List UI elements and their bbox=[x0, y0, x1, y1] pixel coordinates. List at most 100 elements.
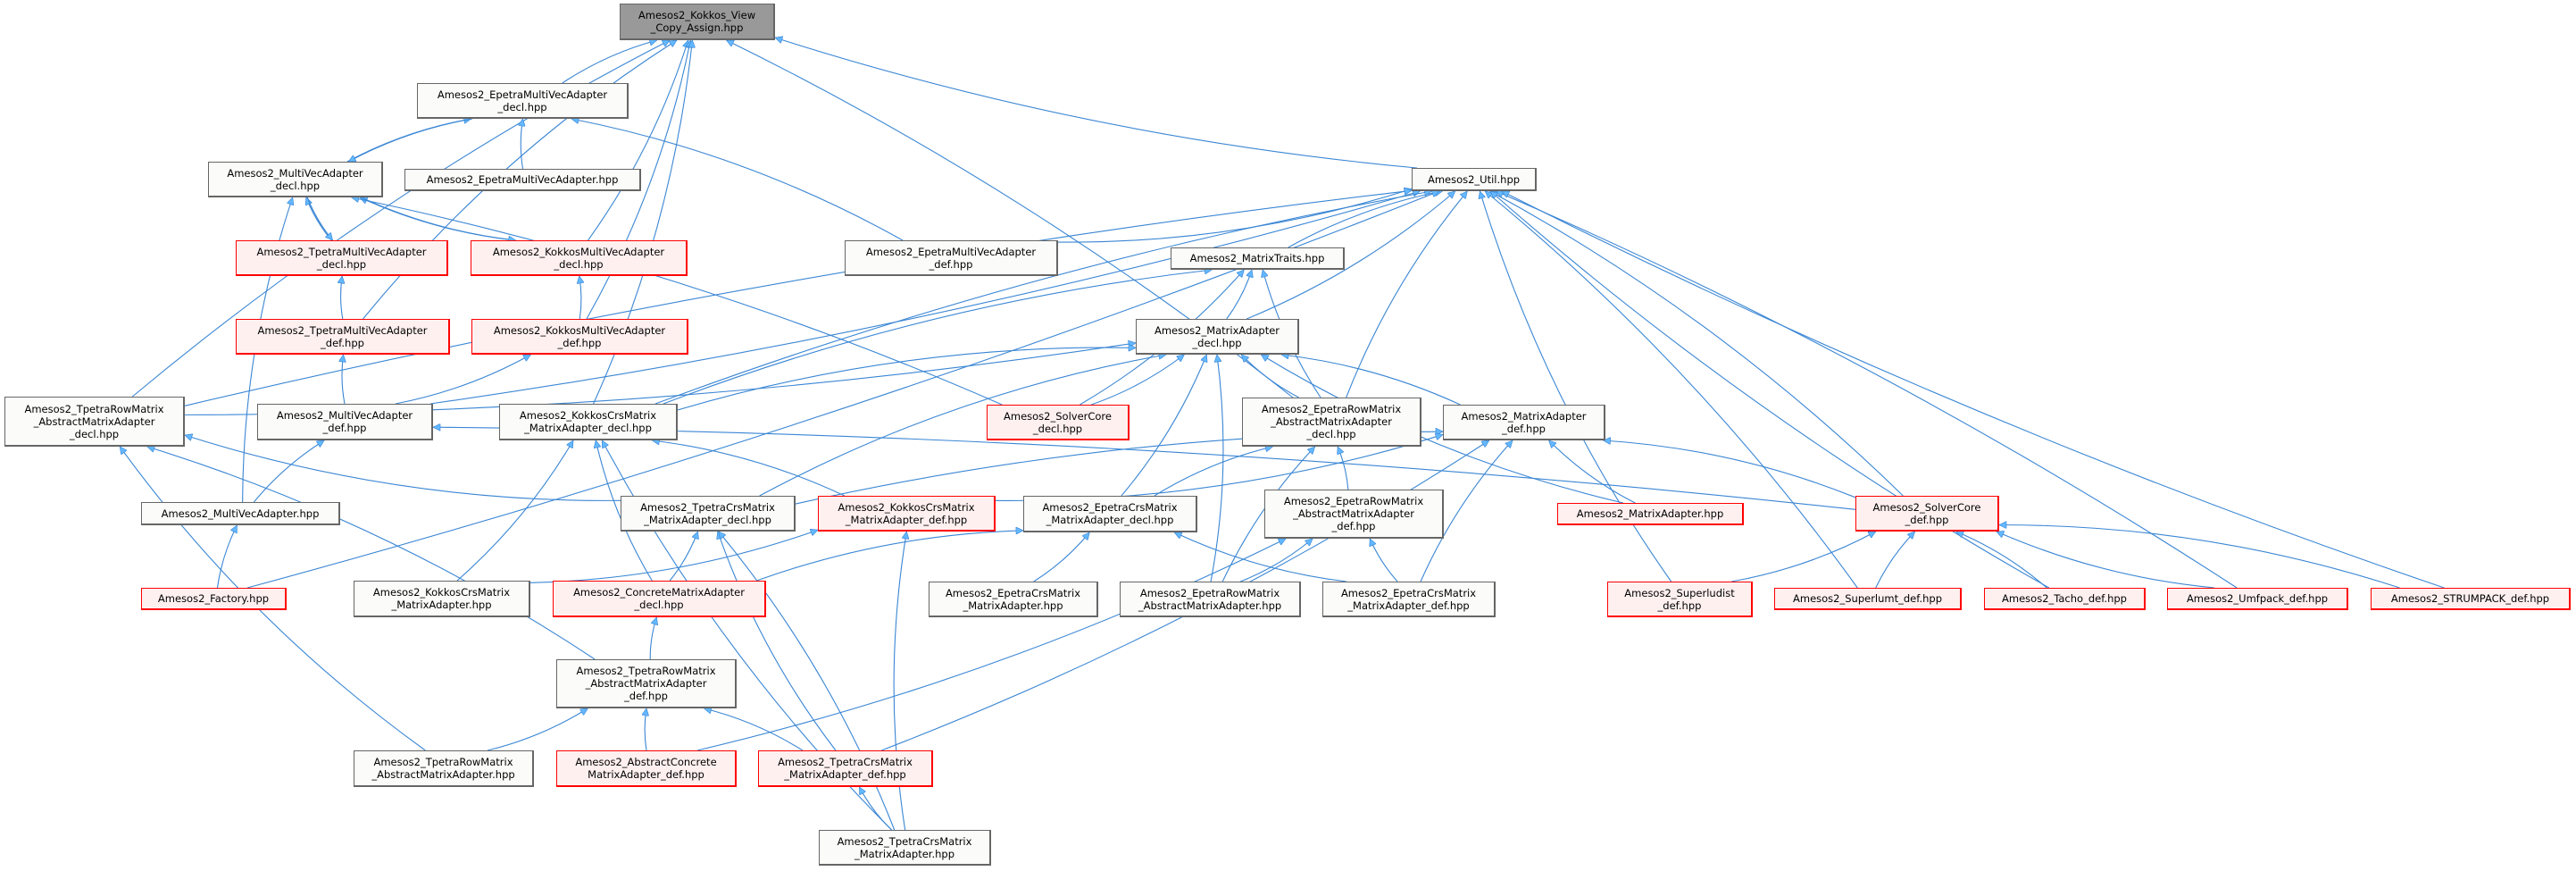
edge-concrete-decl-to-ecrs-decl bbox=[756, 531, 1023, 582]
node-trm-ama-hpp[interactable]: Amesos2_TpetraRowMatrix_AbstractMatrixAd… bbox=[354, 750, 534, 787]
edge-ma-decl-to-mtraits bbox=[1226, 270, 1252, 320]
node-label-line: _AbstractMatrixAdapter bbox=[1293, 507, 1414, 520]
edge-tacho-to-sc-def bbox=[1956, 532, 2047, 589]
node-label-line: Amesos2_TpetraRowMatrix bbox=[24, 402, 164, 415]
edge-concrete-decl-to-tcrs-decl bbox=[669, 532, 697, 582]
node-label-line: Amesos2_EpetraRowMatrix bbox=[1283, 495, 1424, 507]
node-tcrs-def[interactable]: Amesos2_TpetraCrsMatrix_MatrixAdapter_de… bbox=[758, 750, 933, 787]
node-mva-def[interactable]: Amesos2_MultiVecAdapter_def.hpp bbox=[257, 404, 433, 440]
node-ecrs-def[interactable]: Amesos2_EpetraCrsMatrix_MatrixAdapter_de… bbox=[1322, 582, 1496, 617]
node-sc-decl[interactable]: Amesos2_SolverCore_decl.hpp bbox=[987, 405, 1130, 440]
edge-absconc-def-to-erm-ama-def bbox=[696, 538, 1286, 751]
edge-ecrs-hpp-to-ecrs-decl bbox=[1033, 532, 1089, 582]
node-tcrs-decl[interactable]: Amesos2_TpetraCrsMatrix_MatrixAdapter_de… bbox=[621, 496, 796, 532]
edge-erm-ama-hpp-to-erm-ama-decl bbox=[1221, 447, 1314, 582]
edge-kmva-def-to-root bbox=[586, 40, 690, 320]
edge-kmva-decl-to-root bbox=[588, 40, 688, 241]
edge-concrete-decl-to-kcrs-decl bbox=[596, 440, 653, 582]
node-erm-ama-def[interactable]: Amesos2_EpetraRowMatrix_AbstractMatrixAd… bbox=[1264, 490, 1444, 539]
edge-kcrs-decl-to-root bbox=[593, 40, 693, 405]
node-mva-decl[interactable]: Amesos2_MultiVecAdapter_decl.hpp bbox=[208, 162, 383, 197]
node-emva-def[interactable]: Amesos2_EpetraMultiVecAdapter_def.hpp bbox=[845, 240, 1058, 276]
node-ma-hpp[interactable]: Amesos2_MatrixAdapter.hpp bbox=[1557, 503, 1744, 525]
node-factory[interactable]: Amesos2_Factory.hpp bbox=[141, 588, 287, 610]
edge-mva-decl-to-tmva-decl bbox=[306, 197, 332, 240]
node-label-line: Amesos2_Factory.hpp bbox=[157, 592, 270, 605]
node-label-line: _AbstractMatrixAdapter.hpp bbox=[371, 768, 515, 781]
node-concrete-decl[interactable]: Amesos2_ConcreteMatrixAdapter_decl.hpp bbox=[553, 581, 766, 617]
node-kcrs-decl[interactable]: Amesos2_KokkosCrsMatrix_MatrixAdapter_de… bbox=[499, 404, 678, 440]
node-label-line: MatrixAdapter_def.hpp bbox=[588, 768, 704, 781]
node-label-line: Amesos2_TpetraMultiVecAdapter bbox=[256, 245, 427, 258]
edge-erm-ama-def-to-erm-ama-decl bbox=[1338, 447, 1349, 490]
edge-ma-def-to-ma-decl bbox=[1281, 355, 1461, 406]
node-label-line: _MatrixAdapter.hpp bbox=[963, 599, 1063, 612]
node-tcrs-hpp[interactable]: Amesos2_TpetraCrsMatrix_MatrixAdapter.hp… bbox=[819, 830, 991, 866]
node-emva-hpp[interactable]: Amesos2_EpetraMultiVecAdapter.hpp bbox=[404, 169, 641, 191]
node-label-line: _def.hpp bbox=[321, 336, 364, 349]
node-label-line: Amesos2_KokkosCrsMatrix bbox=[519, 409, 657, 422]
edge-util-to-root bbox=[775, 38, 1417, 169]
edge-umfpack-to-util bbox=[1496, 191, 2238, 589]
node-label-line: Amesos2_MatrixAdapter bbox=[1154, 323, 1280, 337]
edge-ecrs-def-to-ma-def bbox=[1420, 440, 1513, 582]
node-ma-def[interactable]: Amesos2_MatrixAdapter_def.hpp bbox=[1443, 405, 1605, 440]
node-label-line: Amesos2_Umfpack_def.hpp bbox=[2186, 592, 2329, 605]
node-tmva-decl[interactable]: Amesos2_TpetraMultiVecAdapter_decl.hpp bbox=[236, 240, 448, 276]
node-strumpack[interactable]: Amesos2_STRUMPACK_def.hpp bbox=[2371, 588, 2571, 610]
node-kcrs-def[interactable]: Amesos2_KokkosCrsMatrix_MatrixAdapter_de… bbox=[818, 496, 996, 532]
node-label-line: _def.hpp bbox=[322, 422, 367, 434]
node-label-line: _MatrixAdapter_def.hpp bbox=[1347, 599, 1470, 612]
edge-emva-decl-to-root bbox=[562, 40, 657, 84]
edge-ecrs-def-to-erm-ama-def bbox=[1370, 539, 1398, 582]
node-kcrs-hpp[interactable]: Amesos2_KokkosCrsMatrix_MatrixAdapter.hp… bbox=[354, 581, 530, 617]
node-label-line: Amesos2_STRUMPACK_def.hpp bbox=[2390, 592, 2550, 605]
edge-tcrs-decl-to-ma-decl bbox=[759, 355, 1166, 497]
node-label-line: Amesos2_EpetraRowMatrix bbox=[1139, 586, 1280, 599]
node-label-line: Amesos2_MultiVecAdapter bbox=[276, 409, 413, 422]
node-label-line: _Copy_Assign.hpp bbox=[650, 21, 744, 34]
edge-erm-ama-hpp-to-ma-decl bbox=[1210, 355, 1224, 582]
node-label-line: _MatrixAdapter_def.hpp bbox=[845, 513, 968, 526]
node-umfpack[interactable]: Amesos2_Umfpack_def.hpp bbox=[2167, 588, 2348, 610]
node-erm-ama-decl[interactable]: Amesos2_EpetraRowMatrix_AbstractMatrixAd… bbox=[1242, 398, 1421, 447]
node-label-line: _MatrixAdapter.hpp bbox=[854, 847, 955, 860]
node-label-line: Amesos2_TpetraCrsMatrix bbox=[778, 756, 913, 768]
node-util[interactable]: Amesos2_Util.hpp bbox=[1412, 168, 1537, 191]
node-erm-ama-hpp[interactable]: Amesos2_EpetraRowMatrix_AbstractMatrixAd… bbox=[1120, 582, 1301, 617]
node-sc-def[interactable]: Amesos2_SolverCore_def.hpp bbox=[1855, 496, 1999, 532]
node-label-line: Amesos2_Superlumt_def.hpp bbox=[1793, 592, 1942, 605]
edge-erm-ama-decl-to-util bbox=[1346, 191, 1468, 398]
node-label-line: Amesos2_Superludist bbox=[1624, 586, 1735, 599]
node-trm-ama-decl[interactable]: Amesos2_TpetraRowMatrix_AbstractMatrixAd… bbox=[4, 397, 185, 447]
edge-erm-ama-hpp-to-erm-ama-def bbox=[1240, 539, 1313, 582]
node-label-line: _MatrixAdapter_decl.hpp bbox=[644, 513, 771, 526]
node-ecrs-hpp[interactable]: Amesos2_EpetraCrsMatrix_MatrixAdapter.hp… bbox=[929, 582, 1098, 617]
node-ma-decl[interactable]: Amesos2_MatrixAdapter_decl.hpp bbox=[1136, 319, 1299, 355]
node-emva-decl[interactable]: Amesos2_EpetraMultiVecAdapter_decl.hpp bbox=[417, 83, 629, 119]
node-trm-ama-def[interactable]: Amesos2_TpetraRowMatrix_AbstractMatrixAd… bbox=[556, 659, 737, 708]
node-superludist[interactable]: Amesos2_Superludist_def.hpp bbox=[1607, 582, 1753, 617]
node-kmva-def[interactable]: Amesos2_KokkosMultiVecAdapter_def.hpp bbox=[471, 319, 688, 355]
node-label-line: _def.hpp bbox=[1905, 513, 1949, 526]
edge-mva-def-to-util bbox=[429, 191, 1420, 405]
node-superlumt[interactable]: Amesos2_Superlumt_def.hpp bbox=[1774, 588, 1962, 610]
node-label-line: _AbstractMatrixAdapter bbox=[585, 677, 707, 690]
node-tmva-def[interactable]: Amesos2_TpetraMultiVecAdapter_def.hpp bbox=[236, 319, 450, 355]
node-ecrs-decl[interactable]: Amesos2_EpetraCrsMatrix_MatrixAdapter_de… bbox=[1023, 496, 1197, 532]
edge-ma-decl-to-util bbox=[1246, 191, 1455, 320]
edge-kcrs-decl-to-util bbox=[654, 191, 1432, 405]
node-mva-hpp[interactable]: Amesos2_MultiVecAdapter.hpp bbox=[141, 502, 340, 525]
node-label-line: Amesos2_TpetraRowMatrix bbox=[576, 665, 716, 677]
edge-mva-decl-to-emva-decl bbox=[346, 119, 471, 163]
node-label-line: Amesos2_MultiVecAdapter.hpp bbox=[161, 507, 320, 520]
edge-ecrs-def-to-ecrs-decl bbox=[1174, 532, 1347, 582]
edge-umfpack-to-sc-def bbox=[1997, 532, 2215, 589]
node-kmva-decl[interactable]: Amesos2_KokkosMultiVecAdapter_decl.hpp bbox=[471, 240, 688, 276]
node-mtraits[interactable]: Amesos2_MatrixTraits.hpp bbox=[1171, 247, 1345, 270]
node-label-line: _MatrixAdapter_def.hpp bbox=[784, 768, 906, 781]
node-tacho[interactable]: Amesos2_Tacho_def.hpp bbox=[1984, 588, 2146, 610]
node-label-line: _MatrixAdapter.hpp bbox=[391, 599, 492, 611]
